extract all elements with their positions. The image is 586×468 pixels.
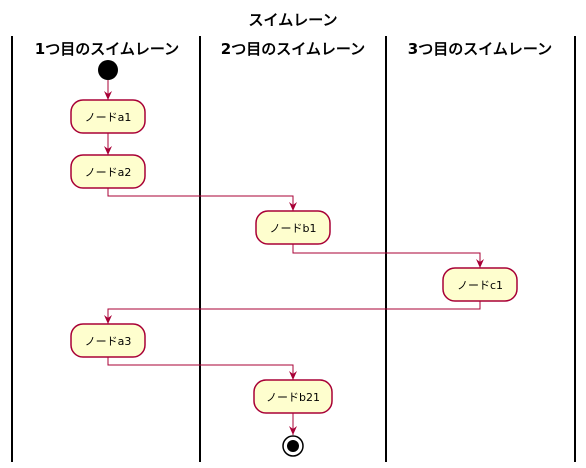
edge-b1-c1 <box>292 244 484 268</box>
node-label-a2: ノードa2 <box>85 166 132 179</box>
activity-node-b1: ノードb1 <box>255 210 331 245</box>
diagram-title: スイムレーン <box>249 11 338 29</box>
activity-node-a1: ノードa1 <box>70 99 146 134</box>
activity-node-b21: ノードb21 <box>253 379 333 414</box>
lane-header-2: 2つ目のスイムレーン <box>221 40 365 58</box>
activity-node-c1: ノードc1 <box>442 267 518 302</box>
node-label-b1: ノードb1 <box>270 222 317 235</box>
edge-a3-b21 <box>107 357 297 380</box>
activity-node-a2: ノードa2 <box>70 154 146 189</box>
edge-c1-a3 <box>104 301 481 324</box>
edges <box>104 80 484 435</box>
node-label-a3: ノードa3 <box>85 335 132 348</box>
lane-header-3: 3つ目のスイムレーン <box>408 40 552 58</box>
end-node <box>282 435 304 457</box>
node-label-b21: ノードb21 <box>266 391 320 404</box>
start-node <box>98 60 118 80</box>
lane-header-1: 1つ目のスイムレーン <box>35 40 179 58</box>
node-label-c1: ノードc1 <box>457 279 503 292</box>
activity-node-a3: ノードa3 <box>70 323 146 358</box>
edge-a2-b1 <box>107 188 297 211</box>
node-label-a1: ノードa1 <box>85 111 132 124</box>
